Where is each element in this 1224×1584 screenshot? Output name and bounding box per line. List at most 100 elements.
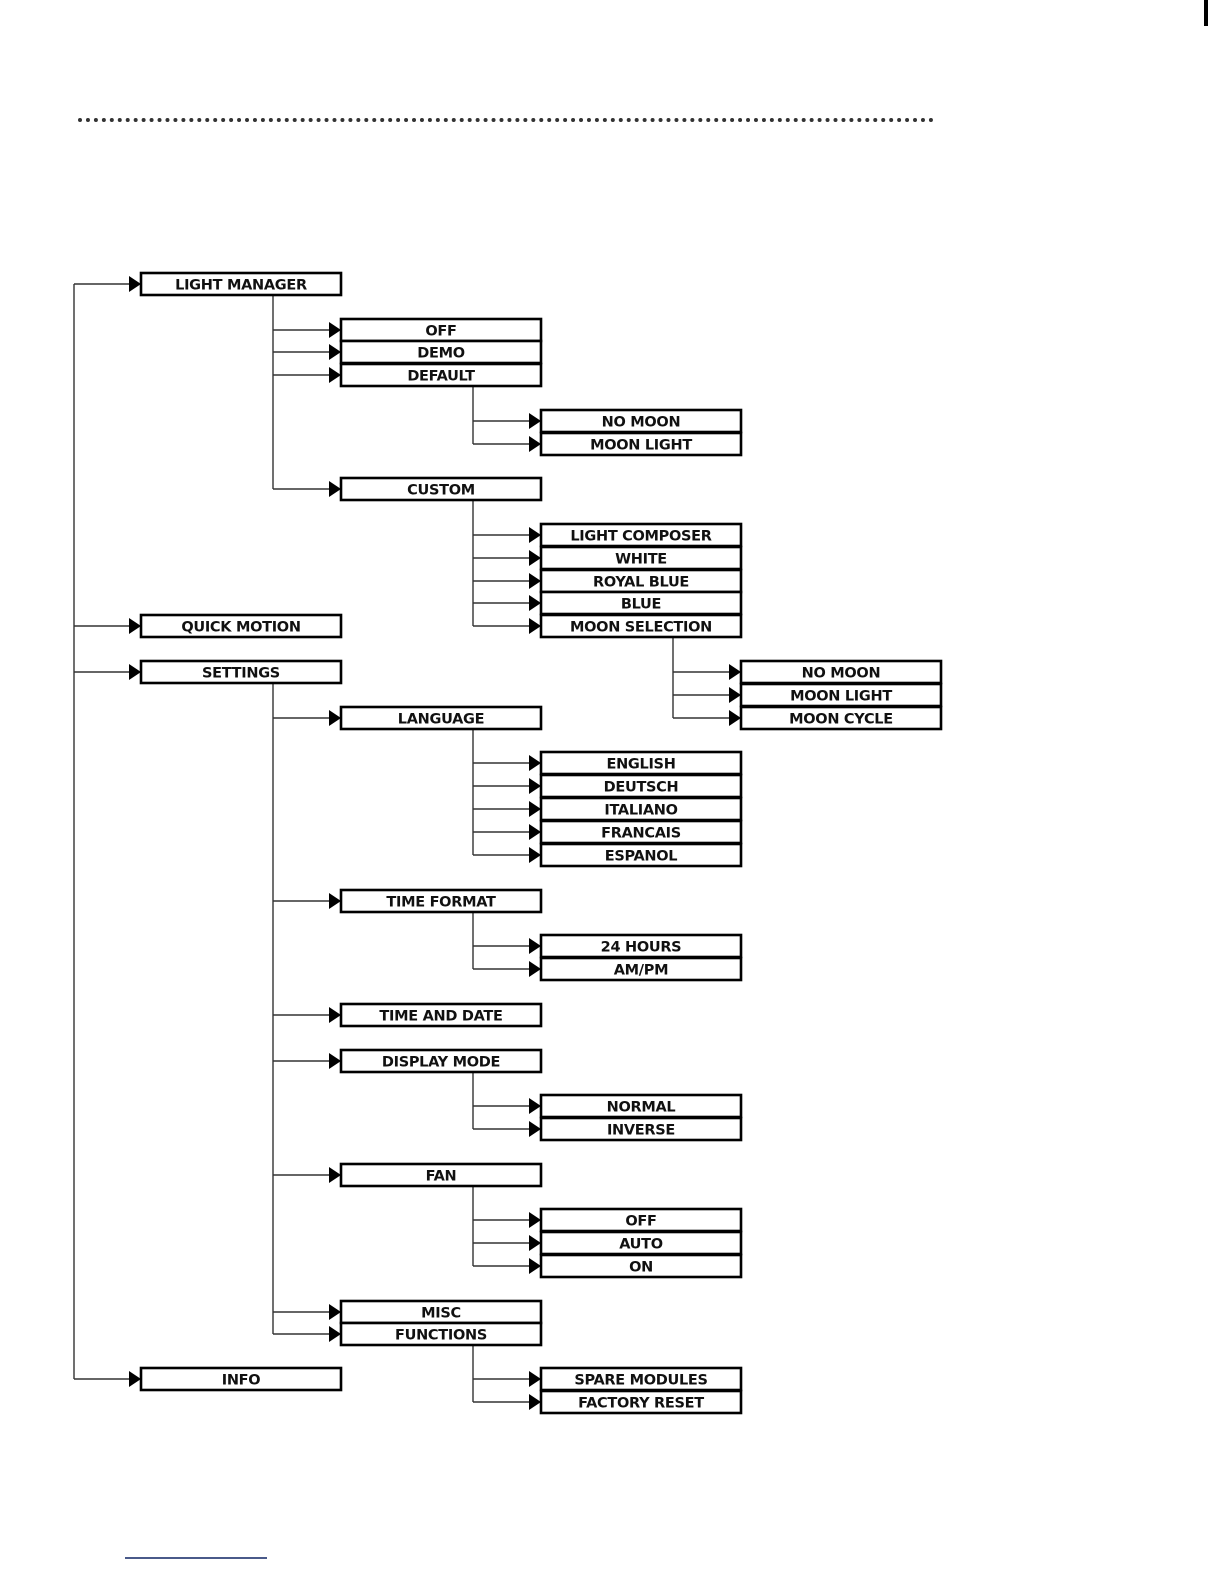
menu-node-24-hours[interactable]: 24 HOURS xyxy=(539,933,743,959)
dotted-separator xyxy=(78,118,934,122)
menu-node-label: MOON LIGHT xyxy=(790,689,892,705)
menu-node-label: ON xyxy=(629,1260,653,1276)
arrow-icon xyxy=(529,413,541,429)
arrow-icon xyxy=(329,367,341,383)
menu-node-box xyxy=(339,362,543,388)
menu-node-light-manager[interactable]: LIGHT MANAGER xyxy=(139,271,343,297)
arrow-icon xyxy=(529,1235,541,1251)
menu-node-box xyxy=(339,1048,543,1074)
menu-node-default[interactable]: DEFAULT xyxy=(339,362,543,388)
menu-node-display-mode[interactable]: DISPLAY MODE xyxy=(339,1048,543,1074)
menu-node-box xyxy=(139,613,343,639)
menu-node-info[interactable]: INFO xyxy=(139,1366,343,1392)
menu-node-normal[interactable]: NORMAL xyxy=(539,1093,743,1119)
menu-node-moon-selection[interactable]: MOON SELECTION xyxy=(539,613,743,639)
menu-node-light-composer[interactable]: LIGHT COMPOSER xyxy=(539,522,743,548)
menu-node-am-pm[interactable]: AM/PM xyxy=(539,956,743,982)
menu-node-label: QUICK MOTION xyxy=(181,620,300,636)
menu-node-off[interactable]: OFF xyxy=(539,1207,743,1233)
arrow-icon xyxy=(329,1167,341,1183)
menu-node-no-moon[interactable]: NO MOON xyxy=(539,408,743,434)
arrow-icon xyxy=(329,322,341,338)
menu-node-off[interactable]: OFF xyxy=(339,317,543,343)
menu-node-white[interactable]: WHITE xyxy=(539,545,743,571)
menu-node-label: LIGHT COMPOSER xyxy=(570,529,711,545)
menu-node-box xyxy=(739,705,943,731)
arrow-icon xyxy=(329,1007,341,1023)
menu-node-custom[interactable]: CUSTOM xyxy=(339,476,543,502)
menu-node-box xyxy=(339,1002,543,1028)
menu-node-demo[interactable]: DEMO xyxy=(339,339,543,365)
arrow-icon xyxy=(329,1304,341,1320)
arrow-icon xyxy=(129,1371,141,1387)
arrow-icon xyxy=(529,847,541,863)
menu-node-label: INVERSE xyxy=(607,1123,675,1139)
menu-node-label: INFO xyxy=(222,1373,261,1389)
menu-node-settings[interactable]: SETTINGS xyxy=(139,659,343,685)
arrow-icon xyxy=(529,778,541,794)
arrow-icon xyxy=(729,687,741,703)
menu-node-box xyxy=(539,1116,743,1142)
menu-node-label: MOON CYCLE xyxy=(789,712,893,728)
menu-node-label: LIGHT MANAGER xyxy=(175,278,307,294)
menu-node-english[interactable]: ENGLISH xyxy=(539,750,743,776)
menu-node-label: NORMAL xyxy=(607,1100,676,1116)
menu-node-spare-modules[interactable]: SPARE MODULES xyxy=(539,1366,743,1392)
arrow-icon xyxy=(329,344,341,360)
footer-rule xyxy=(125,1557,267,1559)
arrow-icon xyxy=(529,1371,541,1387)
menu-node-time-and-date[interactable]: TIME AND DATE xyxy=(339,1002,543,1028)
arrow-icon xyxy=(529,527,541,543)
arrow-icon xyxy=(529,1121,541,1137)
menu-node-functions[interactable]: FUNCTIONS xyxy=(339,1321,543,1347)
menu-node-blue[interactable]: BLUE xyxy=(539,590,743,616)
menu-node-time-format[interactable]: TIME FORMAT xyxy=(339,888,543,914)
menu-node-auto[interactable]: AUTO xyxy=(539,1230,743,1256)
menu-node-misc[interactable]: MISC xyxy=(339,1299,543,1325)
menu-node-on[interactable]: ON xyxy=(539,1253,743,1279)
menu-node-box xyxy=(339,476,543,502)
arrow-icon xyxy=(129,276,141,292)
menu-node-label: FAN xyxy=(426,1169,457,1185)
menu-node-box xyxy=(539,1253,743,1279)
arrow-icon xyxy=(529,1098,541,1114)
menu-node-box xyxy=(139,659,343,685)
menu-node-moon-light[interactable]: MOON LIGHT xyxy=(539,431,743,457)
menu-node-francais[interactable]: FRANCAIS xyxy=(539,819,743,845)
arrow-icon xyxy=(329,710,341,726)
menu-node-moon-cycle[interactable]: MOON CYCLE xyxy=(739,705,943,731)
connectors xyxy=(73,276,741,1410)
menu-node-label: OFF xyxy=(625,1214,656,1230)
menu-node-italiano[interactable]: ITALIANO xyxy=(539,796,743,822)
menu-node-inverse[interactable]: INVERSE xyxy=(539,1116,743,1142)
menu-node-moon-light[interactable]: MOON LIGHT xyxy=(739,682,943,708)
menu-node-label: MOON LIGHT xyxy=(590,438,692,454)
arrow-icon xyxy=(129,618,141,634)
menu-node-label: DISPLAY MODE xyxy=(382,1055,500,1071)
arrow-icon xyxy=(529,961,541,977)
arrow-icon xyxy=(729,710,741,726)
arrow-icon xyxy=(529,801,541,817)
menu-node-deutsch[interactable]: DEUTSCH xyxy=(539,773,743,799)
menu-node-factory-reset[interactable]: FACTORY RESET xyxy=(539,1389,743,1415)
menu-node-no-moon[interactable]: NO MOON xyxy=(739,659,943,685)
menu-node-quick-motion[interactable]: QUICK MOTION xyxy=(139,613,343,639)
menu-node-royal-blue[interactable]: ROYAL BLUE xyxy=(539,568,743,594)
arrow-icon xyxy=(529,1258,541,1274)
arrow-icon xyxy=(529,824,541,840)
menu-node-label: FACTORY RESET xyxy=(578,1396,704,1412)
menu-node-language[interactable]: LANGUAGE xyxy=(339,705,543,731)
arrow-icon xyxy=(529,595,541,611)
arrow-icon xyxy=(329,893,341,909)
arrow-icon xyxy=(529,938,541,954)
menu-node-espanol[interactable]: ESPANOL xyxy=(539,842,743,868)
menu-node-label: TIME FORMAT xyxy=(386,895,496,911)
menu-node-label: SPARE MODULES xyxy=(574,1373,707,1389)
menu-node-label: LANGUAGE xyxy=(398,712,484,728)
arrow-icon xyxy=(729,664,741,680)
menu-node-box xyxy=(139,271,343,297)
menu-node-label: WHITE xyxy=(615,552,667,568)
menu-node-fan[interactable]: FAN xyxy=(339,1162,543,1188)
